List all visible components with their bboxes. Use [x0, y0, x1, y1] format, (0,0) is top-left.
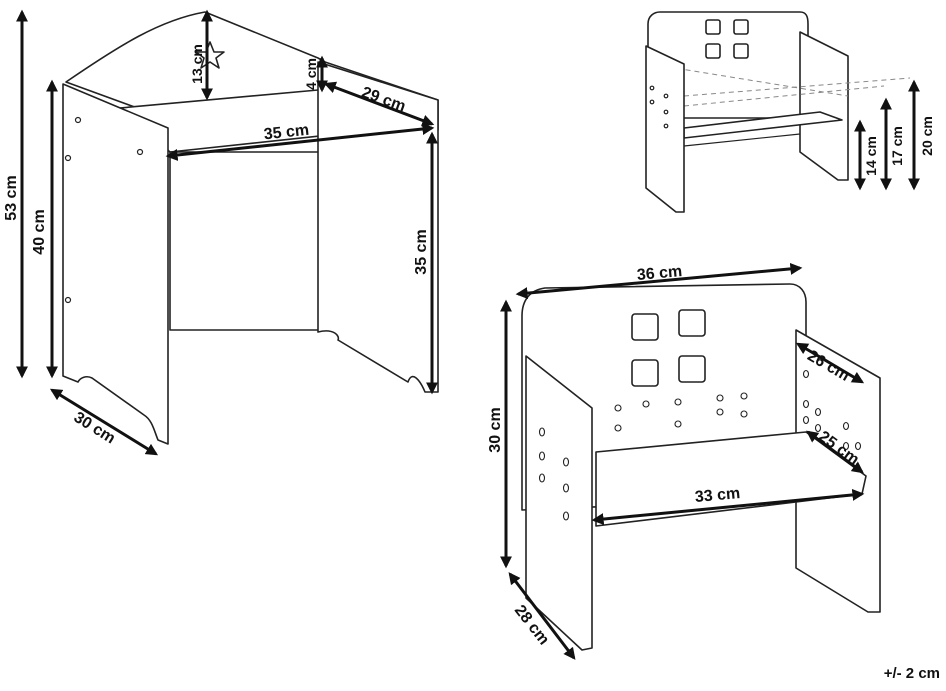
label-desk-side-height: 40 cm	[31, 209, 48, 254]
label-shelf-2: 17 cm	[889, 126, 905, 166]
bench-adjustment-drawing: 14 cm 17 cm 20 cm	[645, 11, 935, 213]
label-shelf-3: 20 cm	[919, 116, 935, 156]
label-desk-height: 53 cm	[3, 175, 20, 220]
desk-right-panel	[317, 61, 439, 393]
chair-drawing: 36 cm 30 cm 26 cm 25 cm 33 cm 28 cm	[487, 262, 881, 660]
tolerance-note: +/- 2 cm	[883, 665, 940, 682]
label-desk-width: 35 cm	[263, 122, 310, 144]
label-chair-width: 36 cm	[636, 263, 683, 284]
label-star-drop: 13 cm	[189, 44, 205, 84]
desk-left-panel	[62, 83, 169, 445]
bench-back-panel	[647, 11, 809, 119]
label-rim: 4 cm	[303, 58, 319, 90]
desk-modesty-panel	[169, 151, 326, 331]
label-chair-seat-width: 33 cm	[694, 485, 741, 506]
desk-drawing: 53 cm 40 cm 13 cm 4 cm 29 cm 35 cm 35 cm…	[3, 9, 439, 456]
bench-left-panel	[645, 45, 685, 213]
label-shelf-1: 14 cm	[863, 136, 879, 176]
label-chair-height: 30 cm	[487, 407, 504, 452]
label-desk-inner-height: 35 cm	[413, 229, 430, 274]
bench-right-panel	[799, 31, 849, 181]
